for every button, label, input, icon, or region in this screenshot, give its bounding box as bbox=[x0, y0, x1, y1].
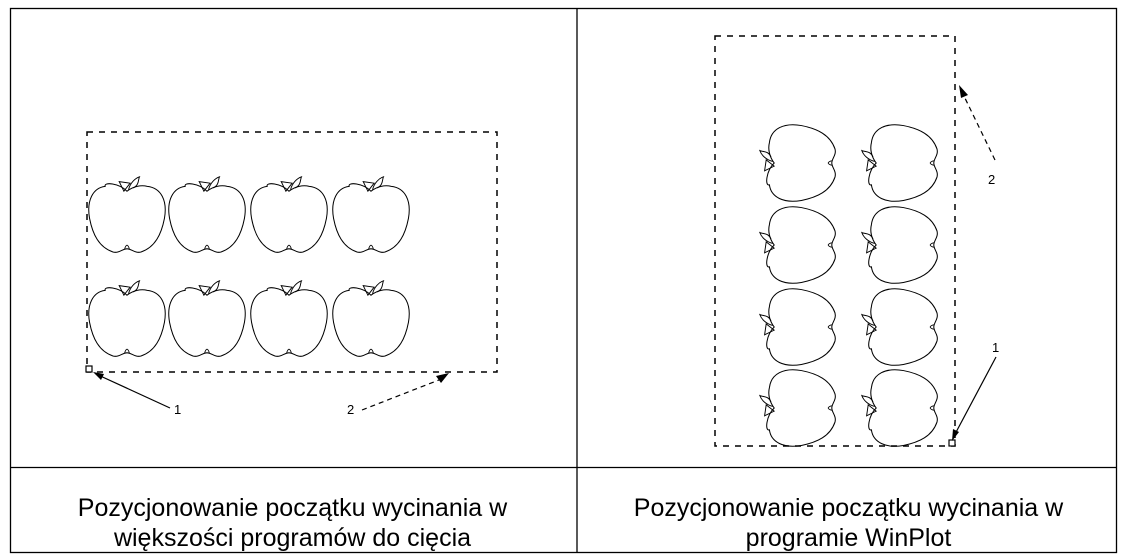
apple-icon bbox=[861, 369, 938, 447]
apple-icon bbox=[861, 288, 938, 366]
apple-icon bbox=[88, 176, 166, 253]
apple-icon bbox=[88, 280, 166, 357]
apple-icon bbox=[250, 176, 328, 253]
right-caption: Pozycjonowanie początku wycinania w prog… bbox=[580, 493, 1117, 553]
left-caption: Pozycjonowanie początku wycinania w więk… bbox=[10, 493, 575, 553]
left-caption-line1: Pozycjonowanie początku wycinania w bbox=[77, 494, 508, 522]
origin-marker bbox=[85, 365, 93, 373]
apple-icon bbox=[861, 206, 938, 284]
apple-icon bbox=[759, 124, 836, 202]
table-frame bbox=[9, 7, 1118, 554]
marker1-arrow bbox=[953, 356, 997, 437]
apple-icon bbox=[168, 176, 246, 253]
apple-icon bbox=[250, 280, 328, 357]
apple-icon bbox=[861, 124, 938, 202]
apple-icon bbox=[759, 288, 836, 366]
apple-icon bbox=[759, 369, 836, 447]
left-apple-grid bbox=[88, 176, 410, 357]
marker1-arrowhead bbox=[952, 429, 959, 441]
marker2-arrowhead bbox=[959, 85, 968, 98]
left-marker1-label: 1 bbox=[174, 402, 181, 417]
right-marker1-label: 1 bbox=[992, 340, 999, 355]
right-panel-diagram: 1 2 bbox=[714, 35, 999, 447]
right-caption-line1: Pozycjonowanie początku wycinania w bbox=[633, 494, 1064, 522]
left-cut-area bbox=[86, 131, 498, 373]
marker2-arrow bbox=[961, 91, 996, 161]
apple-icon bbox=[332, 280, 410, 357]
origin-marker bbox=[948, 439, 956, 447]
right-marker2-label: 2 bbox=[988, 172, 995, 187]
apple-icon bbox=[759, 206, 836, 284]
marker1-arrow bbox=[95, 373, 171, 409]
right-caption-line2: programie WinPlot bbox=[745, 524, 952, 552]
left-marker2-label: 2 bbox=[347, 402, 354, 417]
right-cut-area bbox=[714, 35, 956, 447]
left-caption-line2: większości programów do cięcia bbox=[113, 524, 472, 552]
left-panel-diagram: 1 2 bbox=[85, 131, 498, 417]
marker2-arrowhead bbox=[436, 373, 449, 383]
apple-icon bbox=[168, 280, 246, 357]
marker2-arrow bbox=[361, 377, 445, 411]
right-apple-grid bbox=[759, 124, 938, 447]
apple-icon bbox=[332, 176, 410, 253]
marker1-arrowhead bbox=[93, 372, 104, 380]
